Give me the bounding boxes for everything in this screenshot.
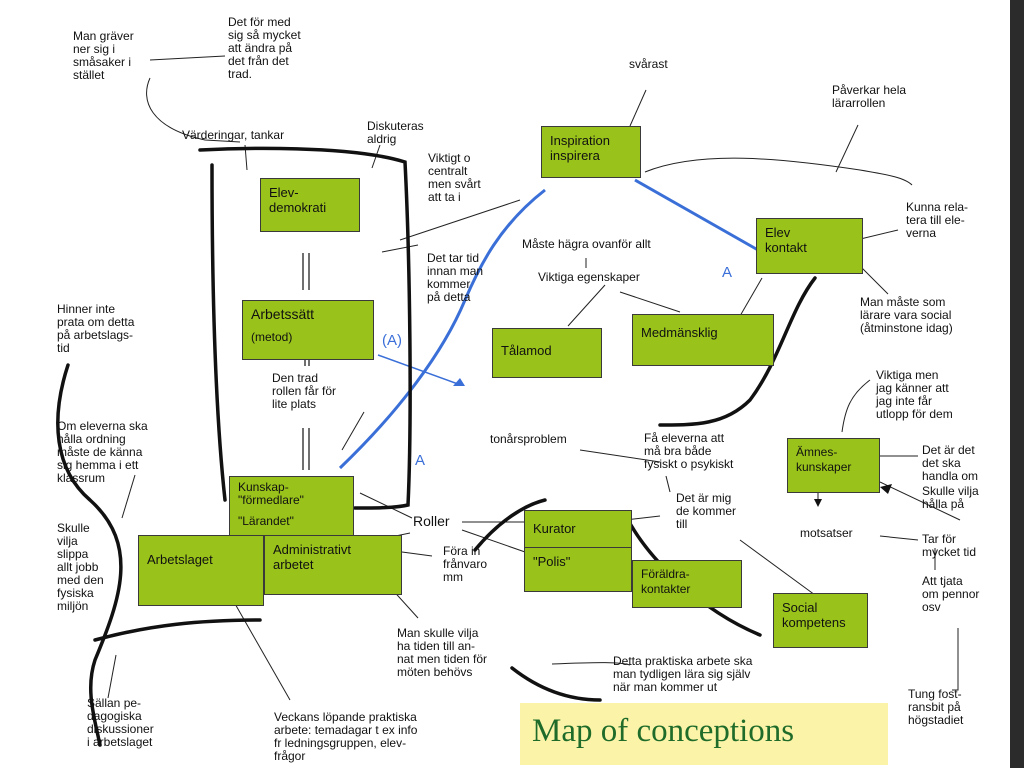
note-detta-praktiska: Detta praktiska arbete ska man tydligen … — [613, 654, 753, 694]
note-svarast: svårast — [629, 57, 668, 71]
label-a-paren: (A) — [382, 332, 402, 349]
note-viktigt: Viktigt o centralt men svårt att ta i — [428, 151, 481, 204]
box-elevdemokrati: Elev- demokrati — [260, 178, 360, 232]
note-fora-in: Föra in frånvaro mm — [443, 544, 488, 584]
note-man-skulle-vilja: Man skulle vilja ha tiden till an- nat m… — [397, 626, 488, 679]
note-veckans: Veckans löpande praktiska arbete: temada… — [274, 710, 418, 763]
box-arbetssatt: Arbetssätt (metod) — [242, 300, 374, 360]
note-paverkar: Påverkar hela lärarrollen — [832, 83, 907, 110]
note-det-ar-det: Det är det det ska handla om — [922, 443, 979, 483]
thin-connector-lines — [107, 55, 961, 701]
title-banner: Map of conceptions — [520, 703, 888, 765]
note-skulle-vilja-slippa: Skulle vilja slippa allt jobb med den fy… — [57, 521, 104, 613]
box-administrativt: Administrativt arbetet — [264, 535, 402, 595]
box-talamod: Tålamod — [492, 328, 602, 378]
box-foraldrakontakter: Föräldra- kontakter — [632, 560, 742, 608]
box-kurator: Kurator — [524, 510, 632, 548]
note-motsatser: motsatser — [800, 526, 853, 540]
label-a-left: A — [415, 452, 426, 469]
box-kunskapsformedlare: Kunskap- "förmedlare" "Lärandet" — [229, 476, 354, 538]
note-skulle-vilja-halla: Skulle vilja hålla på — [922, 484, 979, 511]
blue-lines — [338, 178, 759, 470]
box-amneskunskaper: Ämnes- kunskaper — [787, 438, 880, 493]
note-sallan: Sällan pe- dagogiska diskussioner i arbe… — [87, 696, 154, 749]
note-tung: Tung fost- ransbit på högstadiet — [908, 687, 964, 727]
box-elevkontakt: Elev kontakt — [756, 218, 863, 274]
box-medmanslig: Medmänsklig — [632, 314, 774, 366]
note-det-for-med: Det för med sig så mycket att ändra på d… — [228, 15, 301, 81]
note-vara-social: Man måste som lärare vara social (åtmins… — [860, 295, 953, 335]
box-inspiration: Inspiration inspirera — [541, 126, 641, 178]
note-varderingar: Värderingar, tankar — [182, 128, 285, 142]
double-connectors — [302, 253, 310, 470]
note-att-tjata: Att tjata om pennor osv — [922, 574, 980, 614]
note-viktiga-egenskaper: Viktiga egenskaper — [538, 270, 640, 284]
note-fa-eleverna: Få eleverna att må bra både fysiskt o ps… — [644, 431, 734, 471]
diagram-title: Map of conceptions — [532, 713, 795, 749]
note-det-ar-mig: Det är mig de kommer till — [676, 491, 737, 531]
note-om-eleverna: Om eleverna ska hålla ordning måste de k… — [57, 419, 148, 485]
note-man-graver: Man gräver ner sig i småsaker i stället — [73, 29, 134, 82]
note-viktiga-men: Viktiga men jag känner att jag inte får … — [876, 368, 953, 421]
note-kunna-relatera: Kunna rela- tera till ele- verna — [906, 200, 969, 240]
note-roller: Roller — [413, 513, 450, 529]
note-hinner-inte: Hinner inte prata om detta på arbetslags… — [57, 302, 135, 355]
note-maste-hagra: Måste hägra ovanför allt — [522, 237, 651, 251]
note-den-trad: Den trad rollen får för lite plats — [272, 371, 337, 411]
label-a-right: A — [722, 264, 733, 281]
box-social-kompetens: Social kompetens — [773, 593, 868, 648]
note-diskuteras: Diskuteras aldrig — [367, 119, 424, 146]
box-polis: "Polis" — [524, 547, 632, 592]
note-tonarsproblem: tonårsproblem — [490, 432, 567, 446]
note-tar-for: Tar för mycket tid — [922, 532, 977, 559]
note-det-tar-tid: Det tar tid innan man kommer på detta — [427, 251, 484, 304]
slide-edge-bar — [1010, 0, 1024, 768]
box-arbetslaget: Arbetslaget — [138, 535, 264, 606]
